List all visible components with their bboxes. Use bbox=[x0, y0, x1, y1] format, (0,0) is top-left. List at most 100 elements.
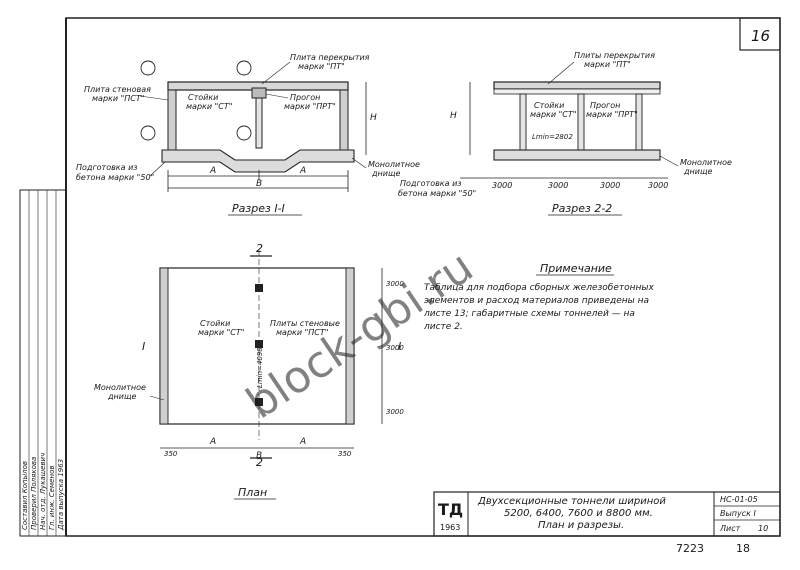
watermark: block-gbi.ru bbox=[238, 241, 483, 429]
right-wall bbox=[339, 89, 349, 151]
plan-cut-1-right: I bbox=[398, 340, 401, 353]
side-stamp: Дата выпуска 1963 Гл. инж. Семенов Нач. … bbox=[19, 189, 67, 537]
plan-label-posts: Стойки bbox=[200, 319, 230, 328]
note-title: Примечание bbox=[540, 262, 612, 275]
s2-label-base: Подготовка из bbox=[400, 179, 462, 188]
title-block-logo: ТД bbox=[438, 500, 463, 519]
plan-label-wall-plates-brand: марки "ПСТ" bbox=[276, 328, 328, 337]
plan-label-floor-2: днище bbox=[107, 392, 136, 401]
bottom-number: 7223 bbox=[676, 542, 704, 555]
plan-label-posts-brand: марки "СТ" bbox=[198, 328, 244, 337]
dim-a-left: А bbox=[209, 166, 216, 176]
marker-circle-1 bbox=[140, 60, 156, 76]
s1-label-wall: Плита стеновая bbox=[84, 85, 151, 94]
s2-label-base-brand: бетона марки "50" bbox=[398, 189, 476, 198]
note-block: Примечание Таблица для подбора сборных ж… bbox=[423, 262, 655, 332]
floor-slab bbox=[161, 149, 355, 173]
s2-roof-slab bbox=[493, 81, 661, 90]
plan-cut-1-left: I bbox=[142, 340, 145, 353]
s1-label-post: Стойки bbox=[188, 93, 218, 102]
s1-label-post-brand: марки "СТ" bbox=[186, 102, 232, 111]
plan-drawing: 2 2 I I А А В 350 350 3000 3000 3000 Сто… bbox=[94, 242, 404, 500]
section-2-drawing: Н 3000 3000 3000 3000 Плиты перекрытия м… bbox=[398, 51, 732, 216]
plan-side-dim-3: 3000 bbox=[386, 408, 404, 416]
s1-label-wall-brand: марки "ПСТ" bbox=[92, 94, 144, 103]
s2-post-2 bbox=[577, 93, 585, 151]
plan-left-wall bbox=[159, 267, 169, 425]
s2-dim-h: Н bbox=[450, 111, 457, 121]
plan-dim-edge-left: 350 bbox=[164, 450, 178, 458]
s2-leader-slabs bbox=[547, 61, 575, 85]
side-stamp-row-3: Нач. отд. Лукашевич bbox=[39, 453, 47, 530]
note-line-2: элементов и расход материалов приведены … bbox=[424, 296, 649, 306]
s1-label-floor-2: днище bbox=[371, 169, 400, 178]
title-block: ТД 1963 Двухсекционные тоннели шириной 5… bbox=[433, 491, 781, 537]
s1-leader-floor bbox=[351, 157, 367, 169]
plan-label-wall-plates: Плиты стеновые bbox=[270, 319, 340, 328]
s1-label-slab: Плита перекрытия bbox=[290, 53, 370, 62]
title-block-desc-1: Двухсекционные тоннели шириной bbox=[477, 496, 666, 507]
marker-circle-3 bbox=[140, 125, 156, 141]
s1-leader-slab bbox=[261, 61, 291, 85]
sheet-number-box bbox=[739, 17, 781, 51]
side-stamp-row-4: Проверил Полякова bbox=[30, 457, 38, 530]
s2-label-posts-brand: марки "СТ" bbox=[530, 110, 576, 119]
plan-cut-2-bottom: 2 bbox=[256, 456, 263, 469]
section-1-title: Разрез I-I bbox=[232, 202, 285, 215]
plan-side-dim-2: 3000 bbox=[386, 344, 404, 352]
s1-label-base: Подготовка из bbox=[76, 163, 138, 172]
plan-post-1 bbox=[255, 284, 263, 292]
s2-leader-floor bbox=[659, 155, 679, 167]
s2-post-1 bbox=[519, 93, 527, 151]
s2-label-lmin: Lmin=2802 bbox=[532, 133, 573, 141]
plan-label-floor: Монолитное bbox=[94, 383, 146, 392]
s2-label-floor: Монолитное bbox=[680, 158, 732, 167]
plan-side-dim-1: 3000 bbox=[386, 280, 404, 288]
side-stamp-row-1: Дата выпуска 1963 bbox=[57, 459, 65, 531]
title-block-desc-3: План и разрезы. bbox=[538, 520, 624, 531]
s2-label-purlin-brand: марки "ПРТ" bbox=[586, 110, 638, 119]
title-block-code: НС-01-05 bbox=[720, 495, 758, 504]
s2-label-purlin: Прогон bbox=[590, 101, 620, 110]
s2-dim-3: 3000 bbox=[600, 181, 620, 190]
s2-dim-4: 3000 bbox=[648, 181, 668, 190]
title-block-frame bbox=[433, 491, 781, 537]
s2-label-slabs: Плиты перекрытия bbox=[574, 51, 655, 60]
note-line-1: Таблица для подбора сборных железобетонн… bbox=[424, 283, 655, 293]
s2-label-floor-2: днище bbox=[683, 167, 712, 176]
plan-right-wall bbox=[345, 267, 355, 425]
plan-cut-2-top: 2 bbox=[256, 242, 263, 255]
s2-floor bbox=[493, 149, 661, 161]
s2-purlin-bar bbox=[493, 88, 661, 95]
s1-label-purlin: Прогон bbox=[290, 93, 320, 102]
dim-h-1: Н bbox=[370, 113, 377, 123]
bottom-page: 18 bbox=[736, 542, 750, 555]
note-line-4: листе 2. bbox=[423, 322, 463, 332]
title-block-sheet-value: 10 bbox=[758, 524, 768, 533]
s2-post-3 bbox=[635, 93, 643, 151]
section-2-title: Разрез 2-2 bbox=[552, 202, 612, 215]
plan-leader-floor bbox=[149, 395, 165, 401]
left-wall bbox=[167, 89, 177, 151]
plan-label-lmin: Lmin=4098 bbox=[256, 347, 264, 388]
s1-label-base-brand: бетона марки "50" bbox=[76, 173, 154, 182]
plan-dim-b: В bbox=[256, 451, 262, 461]
plan-dim-a-right: А bbox=[299, 437, 306, 447]
title-block-desc-2: 5200, 6400, 7600 и 8800 мм. bbox=[504, 508, 653, 519]
side-stamp-row-5: Составил Копылов bbox=[21, 461, 29, 530]
plan-post-2 bbox=[255, 340, 263, 348]
s2-label-posts: Стойки bbox=[534, 101, 564, 110]
sheet-number: 16 bbox=[751, 27, 770, 45]
marker-circle-2 bbox=[236, 60, 252, 76]
purlin bbox=[251, 87, 267, 99]
s1-label-purlin-brand: марки "ПРТ" bbox=[284, 102, 336, 111]
s2-dim-1: 3000 bbox=[492, 181, 512, 190]
dim-b: В bbox=[256, 179, 262, 189]
note-line-3: листе 13; габаритные схемы тоннелей — на bbox=[423, 309, 635, 319]
s2-dim-2: 3000 bbox=[548, 181, 568, 190]
title-block-logo-year: 1963 bbox=[440, 523, 460, 532]
plan-post-3 bbox=[255, 398, 263, 406]
s1-label-floor: Монолитное bbox=[368, 160, 420, 169]
plan-title: План bbox=[238, 486, 267, 499]
s2-label-slabs-brand: марки "ПТ" bbox=[584, 60, 631, 69]
